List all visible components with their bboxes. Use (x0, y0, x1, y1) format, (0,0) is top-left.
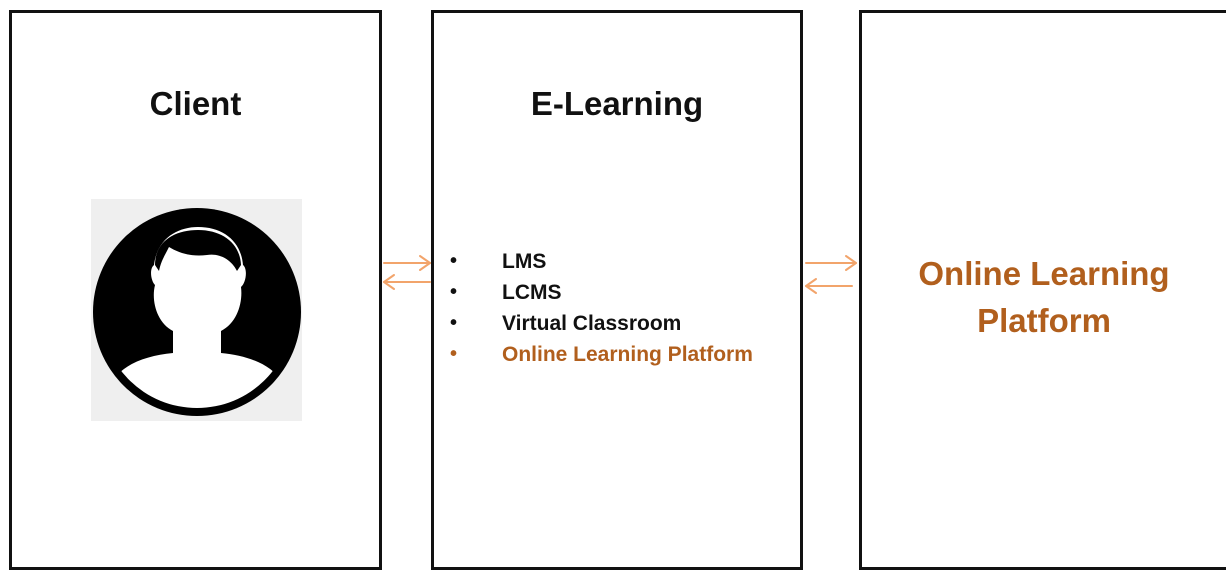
client-panel: Client (9, 10, 382, 570)
platform-title: Online Learning Platform (862, 250, 1226, 344)
elearning-panel: E-Learning • LMS • LCMS • Virtual Classr… (431, 10, 803, 570)
arrow-right-icon (805, 255, 857, 271)
arrow-left-icon (383, 274, 431, 290)
feature-label: Virtual Classroom (502, 312, 682, 335)
platform-title-line-2: Platform (977, 302, 1111, 339)
feature-label: LMS (502, 250, 547, 273)
feature-label: LCMS (502, 281, 562, 304)
arrow-left-icon (805, 278, 853, 294)
platform-panel: Online Learning Platform (859, 10, 1226, 570)
bullet-icon: • (450, 343, 458, 365)
bullet-icon: • (450, 250, 458, 272)
arrow-right-icon (383, 255, 431, 271)
client-title: Client (149, 85, 242, 122)
elearning-title: E-Learning (530, 85, 704, 122)
bullet-icon: • (450, 312, 458, 334)
feature-label: Online Learning Platform (502, 343, 753, 366)
bullet-icon: • (450, 281, 458, 303)
platform-title-line-1: Online Learning (918, 255, 1170, 292)
user-avatar-icon (91, 199, 302, 421)
